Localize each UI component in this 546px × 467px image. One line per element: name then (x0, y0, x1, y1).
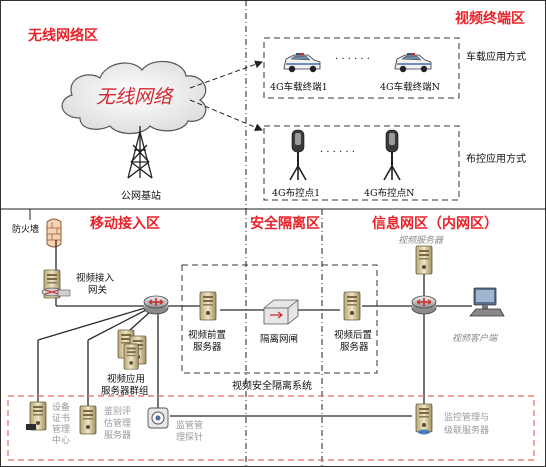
cert-label-line4: 中心 (52, 434, 70, 446)
front-server-label-line1: 视频前置 (188, 329, 226, 341)
app-cluster-label-line1: 视频应用 (107, 373, 145, 385)
gateway-label-line1: 视频接入 (76, 272, 115, 284)
camera-ellipsis: · · · · · · (320, 147, 355, 158)
firewall-icon (46, 218, 62, 248)
zone-title-wireless: 无线网络区 (27, 27, 98, 44)
app-server-cluster-icon (117, 329, 147, 370)
core-router-icon (411, 295, 437, 315)
gateway-label-line2: 网关 (88, 284, 108, 296)
police-car-icon-n (394, 53, 432, 73)
vehicle-terminal-box (263, 37, 460, 99)
tower-icon (127, 126, 153, 179)
cert-label-line2: 证书 (52, 413, 70, 424)
camera-point-1-label: 4G布控点1 (272, 187, 320, 199)
cert-center-icon (26, 401, 47, 431)
audit-label-line1: 监管管 (176, 419, 203, 431)
auth-server-icon (79, 405, 97, 435)
router-to-cert-line-a (37, 307, 146, 341)
zone-title-video-terminal: 视频终端区 (455, 10, 525, 27)
camera-point-icon-n (383, 129, 401, 181)
auth-label-line3: 服务器 (104, 429, 131, 441)
vehicle-ellipsis: · · · · · · (335, 54, 370, 65)
monitor-label-line1: 监控管理与 (444, 411, 489, 423)
firewall-label: 防火墙 (12, 223, 39, 235)
cert-label-line1: 设备 (52, 401, 70, 413)
front-server-label-line2: 服务器 (193, 341, 222, 353)
router-to-cluster-line (129, 311, 151, 331)
video-server-label: 视频服务器 (398, 235, 444, 246)
app-cluster-label-line2: 服务器群组 (101, 385, 149, 397)
camera-terminal-box (263, 125, 460, 201)
vehicle-mode-label: 车载应用方式 (466, 50, 526, 63)
vehicle-terminal-1-label: 4G车载终端1 (270, 81, 328, 93)
video-client-label: 视频客户端 (452, 333, 499, 344)
vehicle-terminal-n-label: 4G车载终端N (380, 81, 440, 93)
back-server-label-line1: 视频后置 (334, 329, 372, 341)
base-station-label: 公网基站 (121, 189, 161, 202)
monitor-label-line2: 级联服务器 (444, 424, 489, 436)
video-server-icon (415, 245, 433, 275)
back-server-label-line2: 服务器 (340, 341, 369, 353)
back-server-icon (343, 291, 361, 321)
zone-title-mobile-access: 移动接入区 (90, 215, 160, 232)
audit-label-line2: 理探针 (176, 431, 203, 443)
cloud-to-camera-arrow (189, 99, 263, 131)
isolation-system-box (181, 264, 378, 374)
management-box (7, 395, 535, 461)
auth-label-line1: 鉴别评 (104, 405, 131, 417)
camera-mode-label: 布控应用方式 (466, 152, 526, 165)
police-car-icon-1 (283, 53, 321, 73)
zone-title-security-isolation: 安全隔离区 (250, 215, 320, 232)
gatekeeper-icon (263, 299, 299, 325)
access-router-icon (143, 295, 169, 315)
cloud-label: 无线网络 (96, 86, 174, 108)
front-server-icon (199, 291, 217, 321)
wireless-cloud-icon (61, 60, 207, 135)
gateway-icon (41, 269, 71, 299)
isolation-system-label: 视频安全隔离系统 (232, 379, 312, 392)
client-computer-icon (469, 287, 505, 317)
audit-probe-icon (147, 407, 169, 429)
camera-point-n-label: 4G布控点N (364, 187, 414, 199)
router-to-auth-line-a (87, 309, 147, 341)
zone-title-info-network: 信息网区（内网区） (372, 215, 498, 232)
cert-label-line3: 管理 (52, 423, 70, 435)
monitor-server-icon (415, 403, 433, 435)
cloud-to-vehicle-arrow (189, 60, 263, 89)
gatekeeper-label: 隔离网闸 (260, 333, 298, 345)
auth-label-line2: 估管理 (104, 417, 131, 429)
camera-point-icon-1 (289, 129, 307, 181)
